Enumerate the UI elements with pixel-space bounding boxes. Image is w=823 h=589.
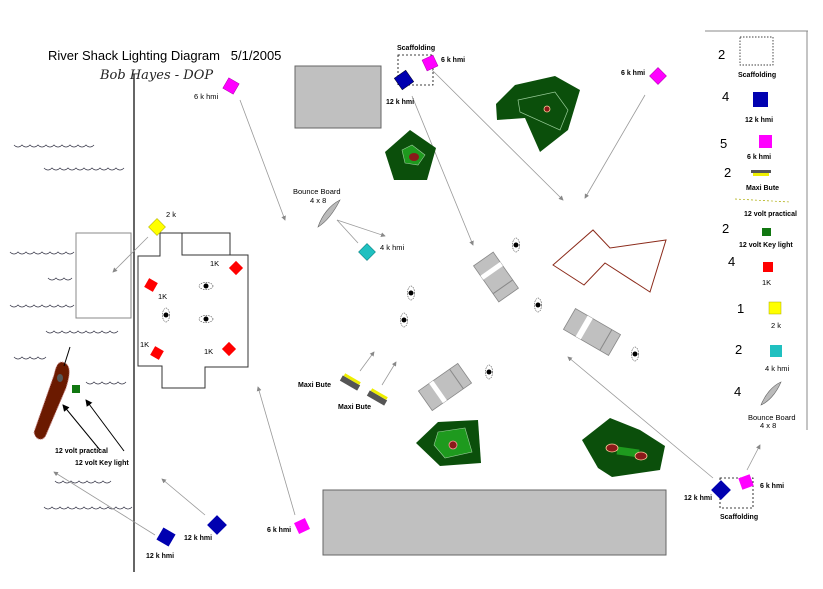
building-south [322,489,667,556]
legend-count-bounce: 4 [734,384,741,399]
light-2k[interactable] [148,218,166,236]
hmi-12k-top[interactable] [393,69,415,91]
light-1k-a-label: 1K [210,259,219,268]
car-1 [472,251,520,303]
hmi-6k-icon [759,135,772,148]
legend-label-scaffolding: Scaffolding [738,72,776,79]
hmi-6k-topright[interactable] [649,67,667,85]
dock [75,232,132,319]
hmi-12k-bl2-label: 12 k hmi [184,535,212,542]
maxi-brute-2[interactable] [366,388,389,406]
maxi-brute-icon [751,170,771,176]
hmi-6k-topleft[interactable] [222,77,240,95]
legend-count-scaffolding: 2 [718,47,725,62]
legend-label-key-light: 12 volt Key light [739,242,793,249]
set-area-outline [552,229,667,293]
maxi-brute-1-label: Maxi Bute [298,382,331,389]
hmi-6k-top-label: 6 k hmi [441,57,465,64]
legend-label-maxi-brute: Maxi Bute [746,185,779,192]
maxi-brute-1[interactable] [339,373,362,391]
practical-12v-label: 12 volt practical [55,448,108,455]
legend-count-1k: 4 [728,254,735,269]
hmi-12k-bottomright[interactable] [711,480,731,500]
hmi-12k-bottomleft-1[interactable] [156,527,176,547]
light-2k-label: 2 k [166,210,176,219]
hmi-6k-bottom[interactable] [294,518,310,534]
car-2 [562,308,622,356]
legend-label-1k: 1K [762,278,771,287]
light-1k-d-label: 1K [204,347,213,356]
scaffolding-top [397,54,434,86]
legend-count-4k: 2 [735,342,742,357]
hmi-12k-bottomleft-2[interactable] [207,515,227,535]
hmi-6k-top[interactable] [421,54,439,72]
tree-4 [582,418,665,477]
scaffolding-icon [739,36,774,66]
legend-label-practical-12v: 12 volt practical [744,211,797,218]
beam-lines [53,69,761,536]
practical-12v-icon [734,198,791,203]
hmi-6k-bottomright[interactable] [738,474,754,490]
hmi-12k-top-label: 12 k hmi [386,99,414,106]
light-2k-icon [768,301,782,315]
light-1k-b-label: 1K [158,292,167,301]
legend-label-hmi-6k: 6 k hmi [747,154,771,161]
hmi-4k[interactable] [358,243,376,261]
scaffolding-top-label: Scaffolding [397,45,435,52]
legend-label-bounce-size: 4 x 8 [760,421,776,430]
dop-credit: Bob Hayes - DOP [99,68,213,83]
hmi-4k-icon [770,345,782,357]
legend: 2 Scaffolding 4 12 k hmi 5 6 k hmi 2 Max… [705,30,808,430]
key-light-12v-icon [762,228,771,236]
bounce-board [317,199,341,228]
legend-label-2k: 2 k [771,321,781,330]
actor-marks [162,237,639,380]
maxi-brute-2-label: Maxi Bute [338,404,371,411]
bounce-board-icon [760,381,782,406]
scaffolding-br-label: Scaffolding [720,514,758,521]
hmi-6k-bottom-label: 6 k hmi [267,527,291,534]
light-1k-b[interactable] [144,278,158,292]
car-3 [417,362,473,412]
hmi-12k-br-label: 12 k hmi [684,495,712,502]
legend-count-2k: 1 [737,301,744,316]
diagram-title: River Shack Lighting Diagram 5/1/2005 [48,48,281,63]
legend-count-hmi-12k: 4 [722,89,729,104]
key-light-12v-label: 12 volt Key light [75,460,129,467]
legend-label-bounce: Bounce Board [748,413,796,422]
bounce-board-size: 4 x 8 [310,196,326,205]
hmi-4k-label: 4 k hmi [380,243,405,252]
hmi-12k-bl1-label: 12 k hmi [146,553,174,560]
legend-count-hmi-6k: 5 [720,136,727,151]
hmi-6k-br-label: 6 k hmi [760,483,784,490]
legend-count-key-light: 2 [722,221,729,236]
boat [33,346,71,440]
legend-label-hmi-12k: 12 k hmi [745,117,773,124]
light-1k-c[interactable] [150,346,164,360]
light-1k-d[interactable] [221,341,237,357]
water-waves [9,144,133,510]
tree-3 [416,420,481,466]
light-1k-a[interactable] [228,260,244,276]
river-shack-outline [137,232,249,389]
key-light-12v[interactable] [72,385,80,393]
tree-2 [385,130,436,180]
building-north [294,65,382,129]
light-1k-icon [763,262,773,272]
hmi-12k-icon [753,92,768,107]
legend-label-4k: 4 k hmi [765,364,790,373]
hmi-6k-topleft-label: 6 k hmi [194,92,219,101]
scaffolding-bottom-right [719,477,754,509]
tree-1 [496,76,580,152]
light-1k-c-label: 1K [140,340,149,349]
bounce-board-label: Bounce Board [293,187,341,196]
hmi-6k-topright-label: 6 k hmi [621,70,645,77]
legend-count-maxi-brute: 2 [724,165,731,180]
